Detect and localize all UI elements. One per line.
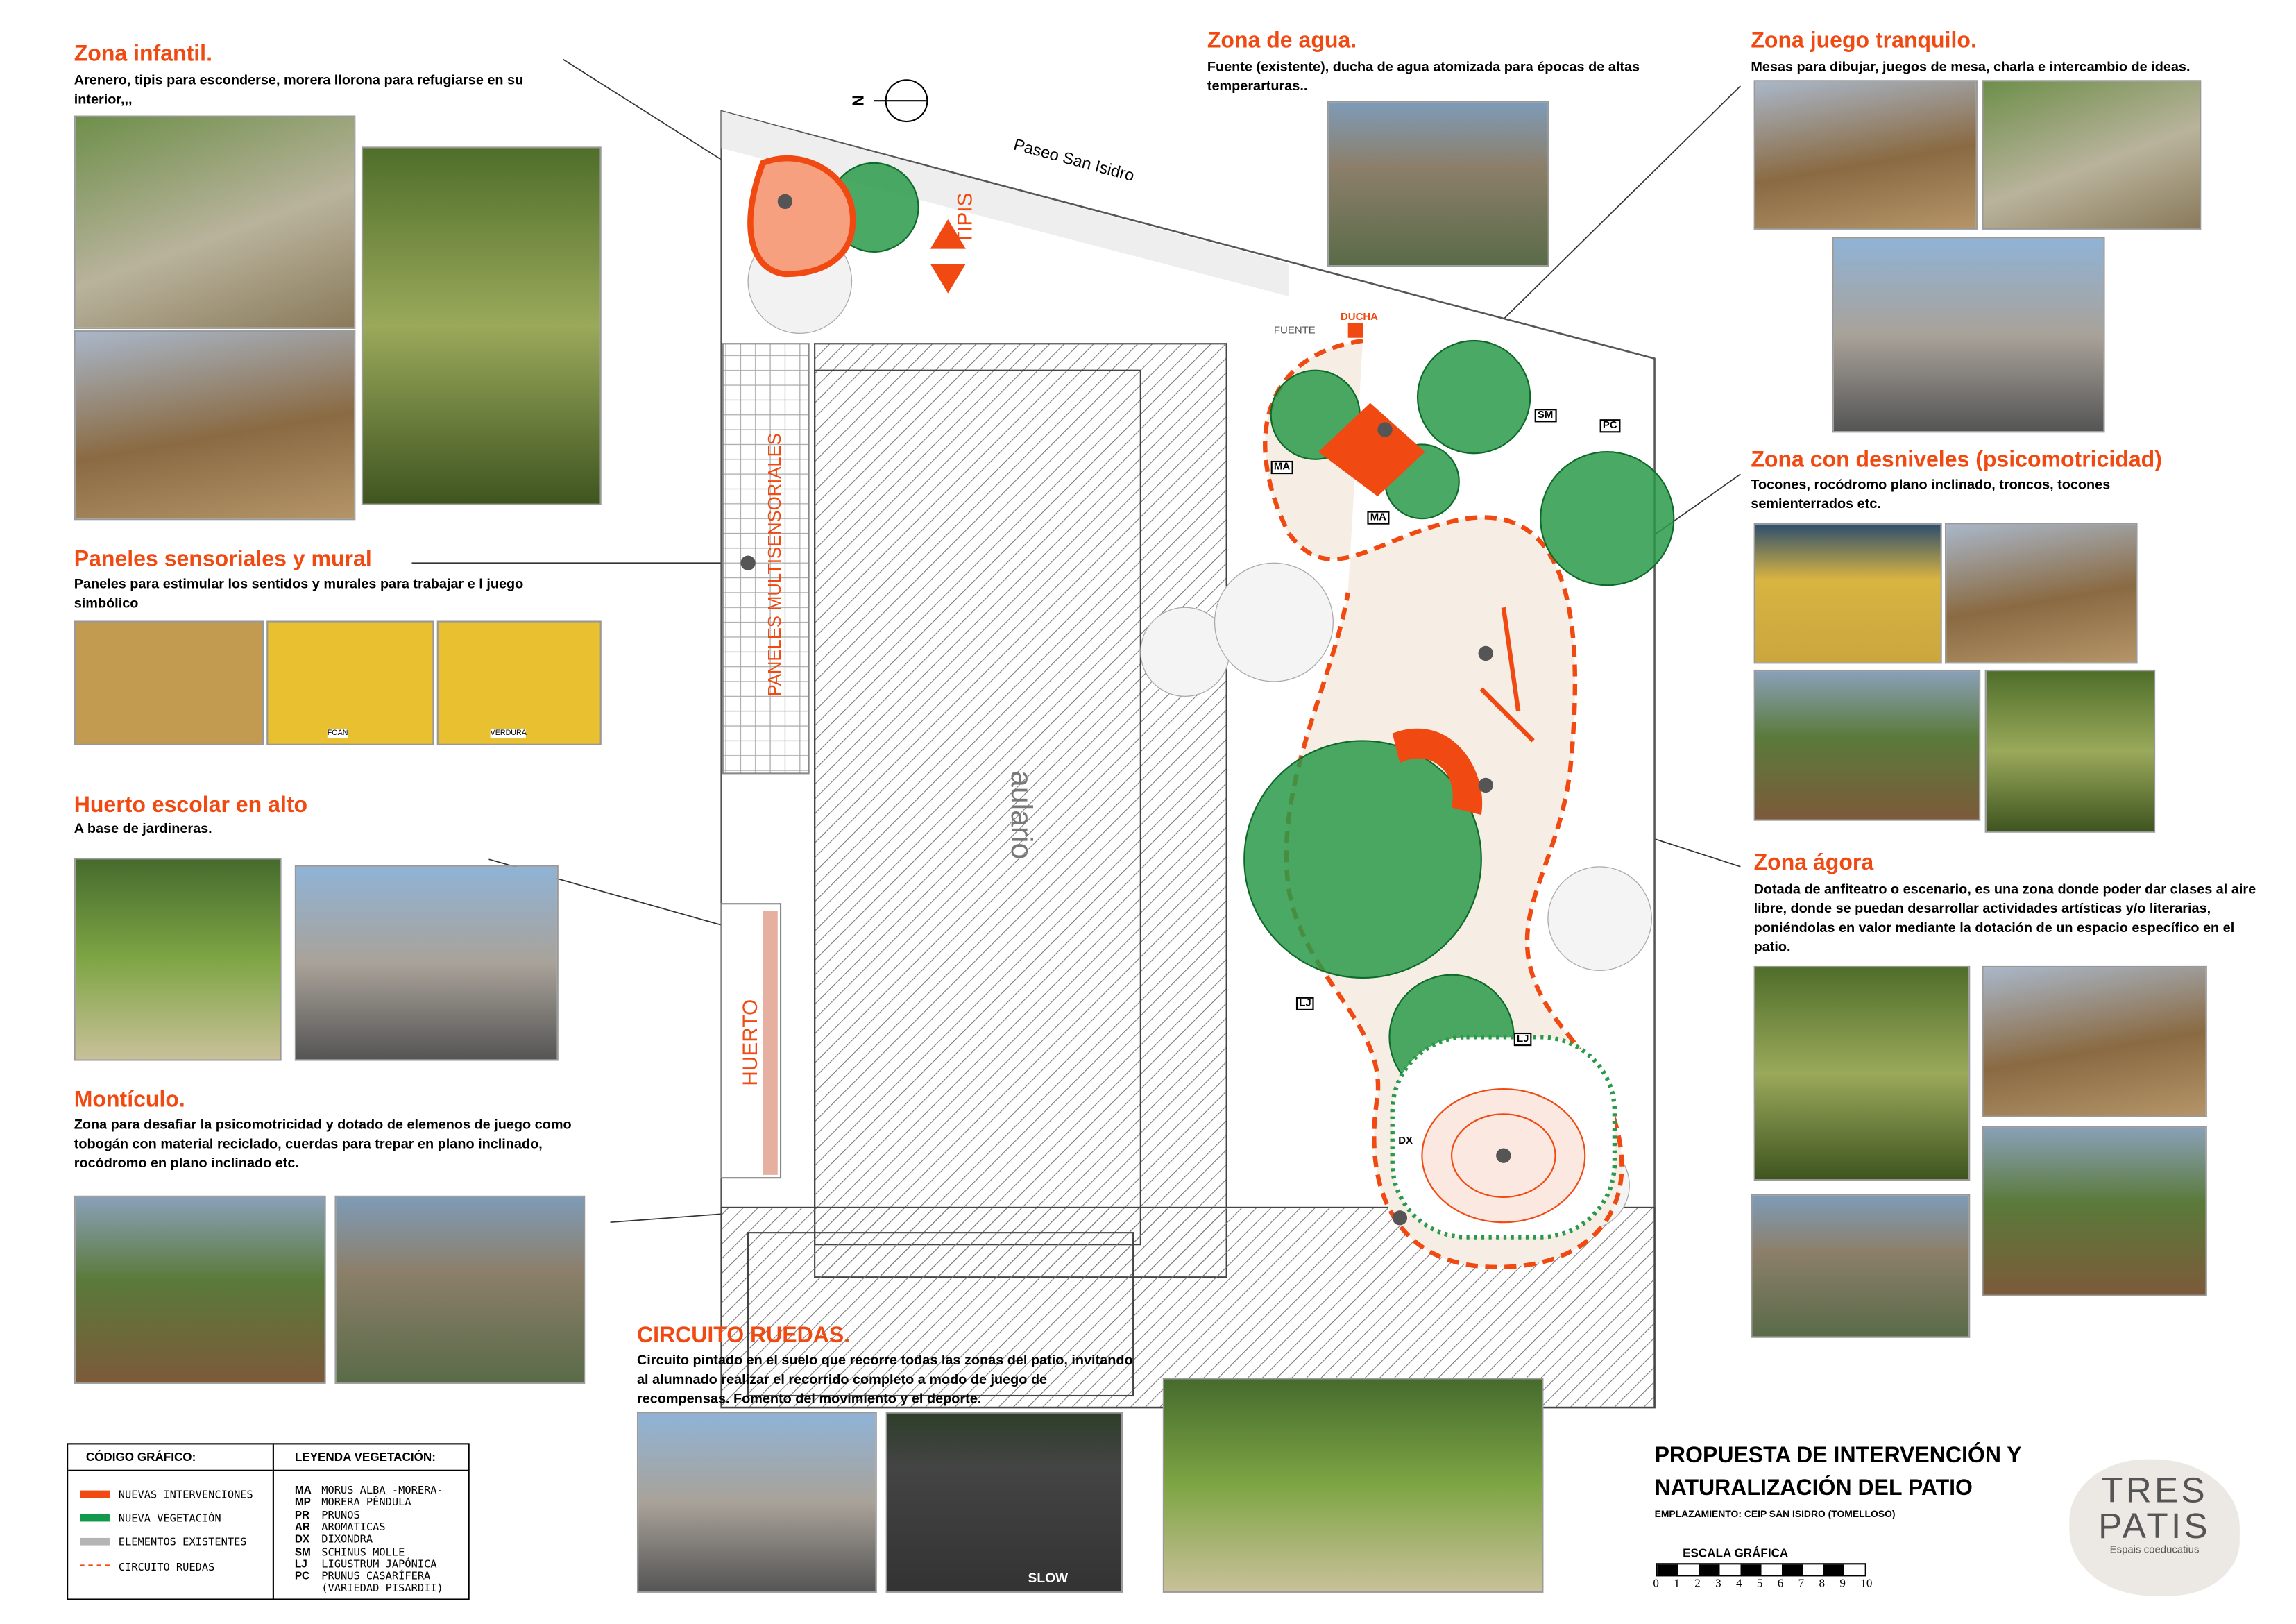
tag-dx: DX xyxy=(1398,1136,1413,1147)
scale-tick: 10 xyxy=(1860,1576,1873,1590)
scale-tick: 0 xyxy=(1653,1576,1659,1590)
tag-ma: MA xyxy=(1367,511,1390,525)
photo-panel-sensorial xyxy=(74,620,264,745)
zona-desniveles-title: Zona con desniveles (psicomotricidad) xyxy=(1751,447,2162,473)
zona-agora-title: Zona ágora xyxy=(1753,850,1874,876)
photo-zona-agua xyxy=(1327,101,1550,267)
tag-lj: LJ xyxy=(1295,997,1314,1010)
new-vegetation xyxy=(828,162,1675,1101)
tag-pc: PC xyxy=(1599,419,1620,433)
aulario-label: aulario xyxy=(1004,770,1037,860)
zona-desniveles-desc: Tocones, rocódromo plano inclinado, tron… xyxy=(1751,477,2111,511)
photo-agora-3 xyxy=(1982,1126,2207,1296)
emplazamiento: EMPLAZAMIENTO: CEIP SAN ISIDRO (TOMELLOS… xyxy=(1654,1509,1896,1521)
huerto-label: HUERTO xyxy=(738,999,762,1086)
tag-lj: LJ xyxy=(1513,1032,1532,1047)
new-interventions xyxy=(747,155,1483,815)
scale-tick: 7 xyxy=(1798,1576,1805,1590)
scale-tick: 3 xyxy=(1715,1576,1721,1590)
huerto-desc: A base de jardineras. xyxy=(74,820,212,836)
scale-tick: 4 xyxy=(1735,1576,1742,1590)
north-label: N xyxy=(850,94,868,107)
tres-patis-logo: TRES PATIS Espais coeducatius xyxy=(2069,1459,2240,1596)
photo-tranquilo-3 xyxy=(1832,237,2105,433)
zona-agua-desc: Fuente (existente), ducha de agua atomiz… xyxy=(1207,59,1640,94)
photo-monticulo-2 xyxy=(334,1195,586,1384)
circuito-title: CIRCUITO RUEDAS. xyxy=(636,1323,851,1348)
scale-tick: 9 xyxy=(1839,1576,1846,1590)
scale-tick: 5 xyxy=(1756,1576,1763,1590)
fuente-label: FUENTE xyxy=(1273,325,1316,337)
zona-infantil-desc: Arenero, tipis para esconderse, morera l… xyxy=(74,72,524,107)
photo-desniveles-1 xyxy=(1753,523,1942,664)
scale-tick: 1 xyxy=(1674,1576,1680,1590)
photo-huerto-2 xyxy=(294,865,559,1061)
photo-morera-tunnel xyxy=(361,146,602,505)
photo-mural-verdura: VERDURA xyxy=(436,620,602,745)
photo-desniveles-3 xyxy=(1753,669,1981,821)
tag-sm: SM xyxy=(1534,409,1556,423)
photo-desniveles-2 xyxy=(1944,523,2138,664)
tag-ma: MA xyxy=(1270,460,1293,475)
scale-label: ESCALA GRÁFICA xyxy=(1683,1546,1789,1560)
scale-tick: 2 xyxy=(1694,1576,1701,1590)
scale-tick: 6 xyxy=(1777,1576,1784,1590)
photo-arenero xyxy=(74,115,356,329)
photo-tranquilo-2 xyxy=(1982,80,2202,230)
zona-tranquilo-title: Zona juego tranquilo. xyxy=(1751,28,1977,53)
photo-monticulo-1 xyxy=(74,1195,326,1384)
photo-circuito-1 xyxy=(636,1412,877,1593)
legend-box: CÓDIGO GRÁFICO: NUEVAS INTERVENCIONES NU… xyxy=(67,1443,470,1600)
paneles-title: Paneles sensoriales y mural xyxy=(74,546,372,573)
zona-agora-desc: Dotada de anfiteatro o escenario, es una… xyxy=(1753,881,2256,954)
tipis-label: TIPIS xyxy=(952,192,976,245)
photo-agora-2 xyxy=(1982,965,2207,1117)
codigo-grafico: CÓDIGO GRÁFICO: NUEVAS INTERVENCIONES NU… xyxy=(68,1444,274,1599)
ducha-label: DUCHA xyxy=(1340,312,1378,323)
photo-mural-foan: FOAN xyxy=(266,620,434,745)
photo-agora-4 xyxy=(1751,1194,1971,1338)
zona-tranquilo-desc: Mesas para dibujar, juegos de mesa, char… xyxy=(1751,59,2191,74)
paneles-desc: Paneles para estimular los sentidos y mu… xyxy=(74,576,524,611)
aulario-building xyxy=(814,343,1227,1278)
scale-tick: 8 xyxy=(1819,1576,1826,1590)
photo-desniveles-4 xyxy=(1984,669,2156,833)
monticulo-desc: Zona para desafiar la psicomotricidad y … xyxy=(74,1117,572,1171)
photo-circuito-2: SLOW xyxy=(885,1412,1123,1593)
photo-agora-1 xyxy=(1753,965,1971,1181)
huerto-title: Huerto escolar en alto xyxy=(74,793,308,818)
photo-tranquilo-1 xyxy=(1753,80,1978,230)
monticulo-title: Montículo. xyxy=(74,1087,185,1113)
zona-infantil-title: Zona infantil. xyxy=(74,41,212,67)
photo-circuito-3 xyxy=(1162,1378,1544,1593)
scale-bar xyxy=(1656,1563,1866,1577)
circuito-desc: Circuito pintado en el suelo que recorre… xyxy=(636,1353,1133,1406)
veg-legend-item: (VARIEDAD PISARDII) xyxy=(321,1581,443,1595)
photo-huerto-1 xyxy=(74,858,282,1061)
photo-tipis xyxy=(74,330,356,521)
paneles-label: PANELES MULTISENSORIALES xyxy=(764,433,785,697)
zona-agua-title: Zona de agua. xyxy=(1207,28,1357,53)
